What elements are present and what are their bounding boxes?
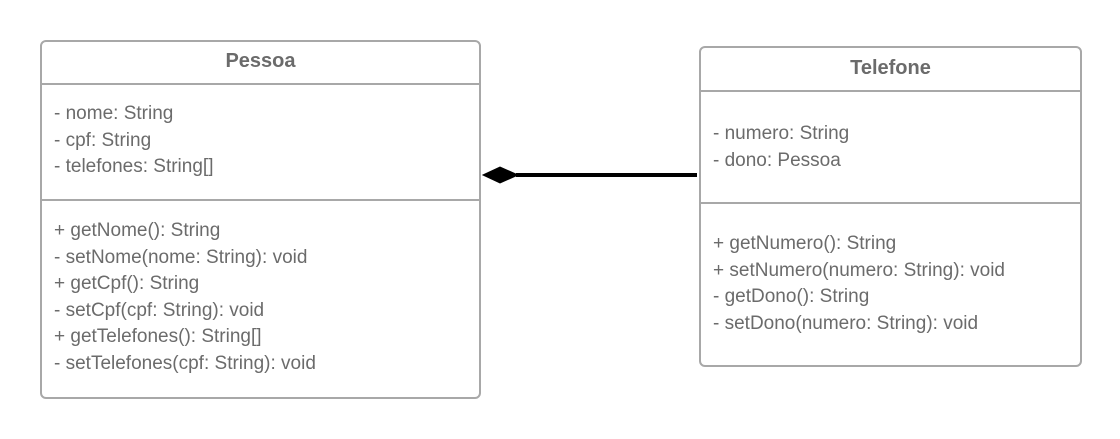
method-row: - setTelefones(cpf: String): void [54,352,316,374]
attribute-row: - numero: String [713,123,850,144]
method-row: + getCpf(): String [54,273,200,294]
attribute-row: - dono: Pessoa [713,149,841,171]
methods-compartment-pessoa: + getNome(): String - setNome(nome: Stri… [42,201,479,377]
attribute-row: - nome: String [54,103,174,124]
method-row: - setDono(numero: String): void [713,312,979,334]
attribute-row: - telefones: String[] [54,156,214,177]
attributes-compartment-telefone: - numero: String - dono: Pessoa [701,92,1080,204]
method-row: + getNome(): String [54,220,221,241]
composition-diamond-icon [481,166,520,184]
class-box-pessoa: Pessoa - nome: String - cpf: String - te… [40,40,481,399]
attribute-row: - cpf: String [54,129,152,151]
attributes-compartment-pessoa: - nome: String - cpf: String - telefones… [42,85,479,201]
method-row: + getTelefones(): String[] [54,326,262,347]
method-row: - setNome(nome: String): void [54,246,308,268]
method-row: - getDono(): String [713,286,870,307]
class-name-pessoa: Pessoa [42,42,479,85]
method-row: + setNumero(numero: String): void [713,259,1005,281]
method-row: + getNumero(): String [713,233,897,254]
class-name-telefone: Telefone [701,48,1080,92]
class-box-telefone: Telefone - numero: String - dono: Pessoa… [699,46,1082,367]
method-row: - setCpf(cpf: String): void [54,299,265,321]
methods-compartment-telefone: + getNumero(): String + setNumero(numero… [701,204,1080,337]
